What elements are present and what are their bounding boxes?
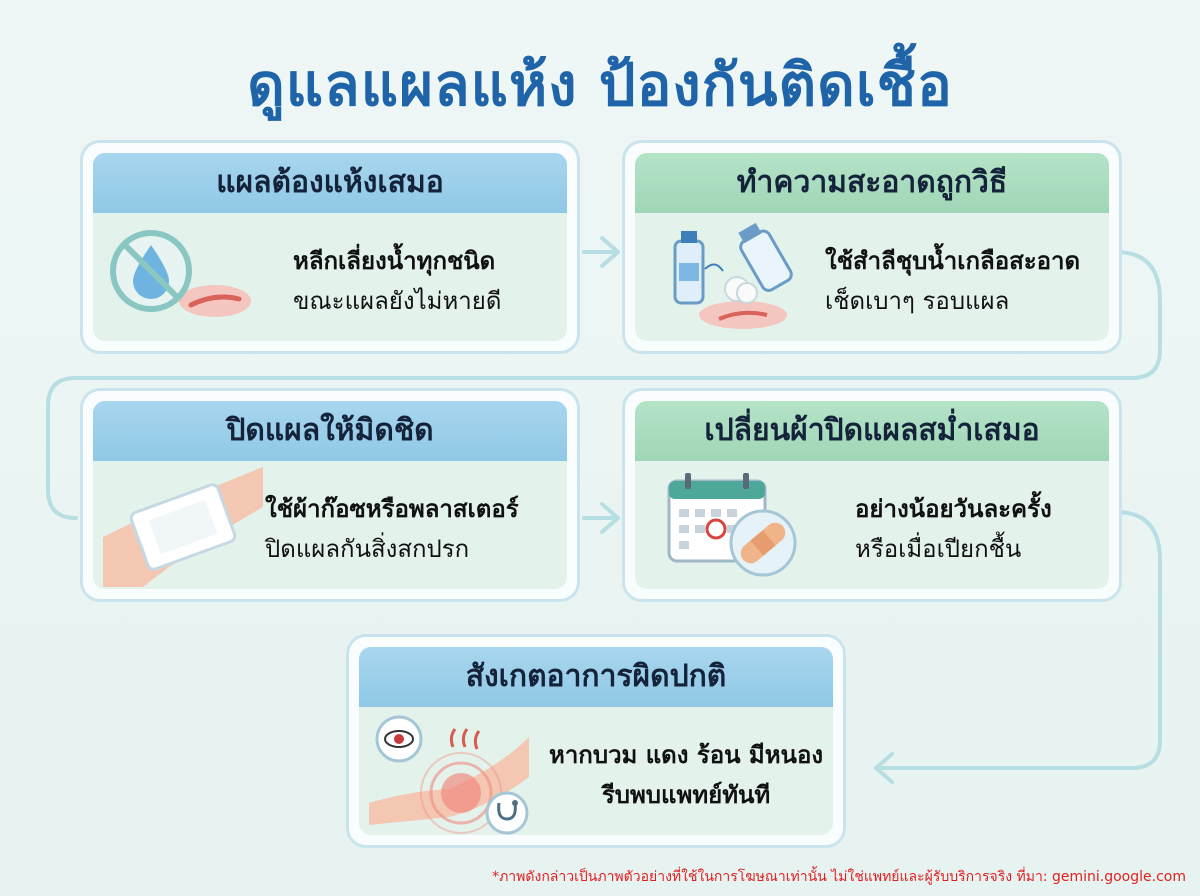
card-text-line1: หลีกเลี่ยงน้ำทุกชนิด [293,247,496,275]
card-clean-properly: ทำความสะอาดถูกวิธี ใช้สำลีชุบน้ำเกลือสะอ… [622,140,1122,354]
card-heading: สังเกตอาการผิดปกติ [359,647,833,707]
inflamed-arm-icon [369,715,529,835]
card-heading: แผลต้องแห้งเสมอ [93,153,567,213]
no-water-icon [110,230,251,317]
page-title: ดูแลแผลแห้ง ป้องกันติดเชื้อ [247,51,953,119]
card-heading: เปลี่ยนผ้าปิดแผลสม่ำเสมอ [635,401,1109,461]
card-keep-dry: แผลต้องแห้งเสมอ หลีกเลี่ยงน้ำทุกชนิด ขณะ… [80,140,580,354]
card-watch-symptoms: สังเกตอาการผิดปกติ หากบวม แดง ร้อน มีหนอ… [346,634,846,848]
footnote: *ภาพดังกล่าวเป็นภาพตัวอย่างที่ใช้ในการโฆ… [492,869,1186,885]
saline-cotton-icon [673,222,793,329]
card-heading: ปิดแผลให้มิดชิด [93,401,567,461]
card-text-line2: ปิดแผลกันสิ่งสกปรก [265,535,470,563]
card-change-dressing: เปลี่ยนผ้าปิดแผลสม่ำเสมอ [622,388,1122,602]
card-text-line1: ใช้ผ้าก๊อซหรือพลาสเตอร์ [265,495,519,523]
card-text-line2: รีบพบแพทย์ทันที [601,781,771,809]
card-text-line2: ขณะแผลยังไม่หายดี [293,287,502,315]
card-text-line2: หรือเมื่อเปียกชื้น [855,535,1022,563]
calendar-bandage-icon [667,473,797,577]
card-cover-wound: ปิดแผลให้มิดชิด ใช้ผ้าก๊อซหรือพลาสเตอร์ … [80,388,580,602]
card-text-line2: เช็ดเบาๆ รอบแผล [825,287,1010,315]
card-text-line1: หากบวม แดง ร้อน มีหนอง [549,741,824,769]
arrow-3-icon [600,502,620,534]
card-text-line1: อย่างน้อยวันละครั้ง [855,495,1052,523]
card-text-line1: ใช้สำลีชุบน้ำเกลือสะอาด [825,247,1081,275]
card-heading: ทำความสะอาดถูกวิธี [635,153,1109,213]
arrow-5-icon [874,752,894,784]
arrow-1-icon [600,236,620,268]
gauze-pad-icon [103,467,263,587]
